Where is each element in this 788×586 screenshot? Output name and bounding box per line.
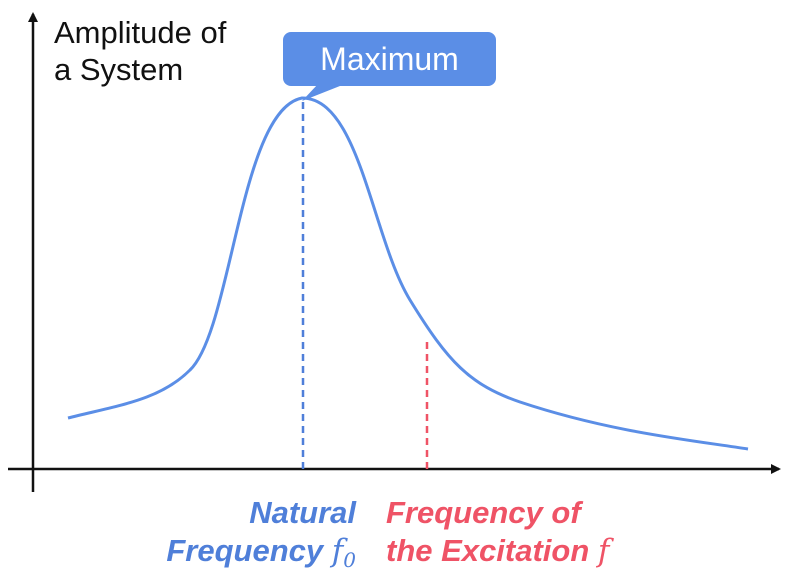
natural-frequency-label-line2: Frequency f0: [166, 532, 356, 579]
natural-frequency-symbol: f: [331, 533, 344, 569]
excitation-frequency-symbol: f: [597, 533, 610, 569]
natural-frequency-word: Frequency: [166, 533, 324, 568]
excitation-frequency-label-line1: Frequency of: [386, 495, 581, 530]
maximum-callout-label: Maximum: [320, 40, 459, 77]
natural-frequency-label: Natural Frequency f0: [166, 494, 356, 579]
y-axis-label-line: a System: [54, 52, 184, 87]
y-axis-label-line: Amplitude of: [54, 15, 227, 50]
y-axis-label: Amplitude of a System: [54, 14, 226, 88]
resonance-curve: [67, 96, 749, 451]
excitation-frequency-label: Frequency of the Excitation f: [386, 494, 609, 570]
excitation-frequency-label-line2: the Excitation f: [386, 532, 609, 570]
natural-frequency-label-line1: Natural: [249, 495, 356, 530]
callout-pointer: [302, 84, 345, 101]
maximum-callout: Maximum: [283, 32, 496, 86]
natural-frequency-subscript: 0: [343, 548, 356, 572]
excitation-frequency-words: the Excitation: [386, 533, 590, 568]
